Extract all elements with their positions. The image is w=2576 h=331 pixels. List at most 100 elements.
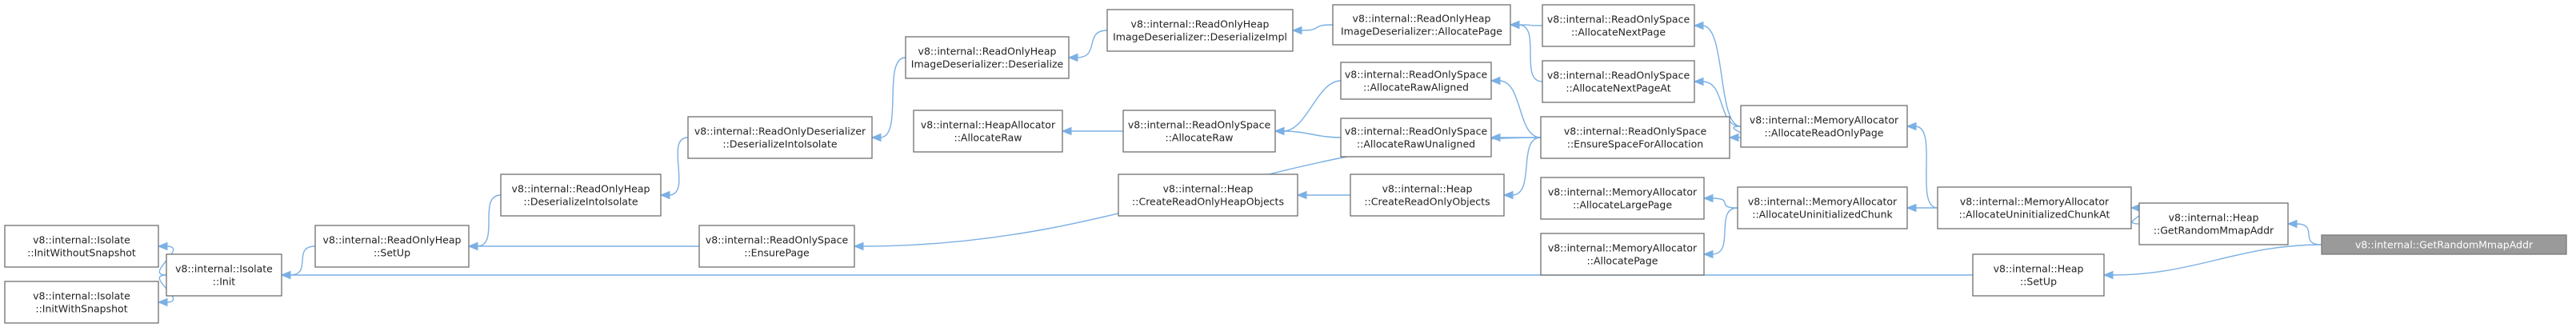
node-label-line: v8::internal::Isolate	[33, 290, 130, 302]
node-label-line: v8::internal::Heap	[2169, 212, 2259, 224]
edge-arrowhead	[1502, 190, 1514, 200]
node-ma_ucat[interactable]: v8::internal::MemoryAllocator::AllocateU…	[1937, 186, 2132, 229]
node-rohid_impl[interactable]: v8::internal::ReadOnlyHeapImageDeseriali…	[1106, 9, 1294, 52]
node-box	[1106, 9, 1294, 52]
edge-line	[1511, 137, 1542, 196]
node-ha_raw[interactable]: v8::internal::HeapAllocator::AllocateRaw	[913, 110, 1063, 153]
node-label-line: v8::internal::HeapAllocator	[921, 119, 1056, 131]
node-label-line: v8::internal::ReadOnlyHeap	[918, 46, 1057, 58]
node-ros_aligned[interactable]: v8::internal::ReadOnlySpace::AllocateRaw…	[1340, 62, 1492, 100]
node-box	[698, 225, 855, 268]
edge-line	[1711, 197, 1738, 209]
node-label-line: ::CreateReadOnlyHeapObjects	[1132, 196, 1284, 208]
node-box	[2138, 202, 2289, 245]
node-heap_croo[interactable]: v8::internal::Heap::CreateReadOnlyObject…	[1350, 173, 1505, 217]
node-label-line: ::DeserializeIntoIsolate	[523, 196, 638, 208]
edge-arrowhead	[1693, 77, 1704, 86]
node-box	[1542, 4, 1695, 47]
node-label-line: v8::internal::ReadOnlySpace	[1564, 126, 1707, 138]
node-label-line: ::AllocateNextPageAt	[1566, 82, 1670, 94]
node-ros_raw[interactable]: v8::internal::ReadOnlySpace::AllocateRaw	[1122, 110, 1276, 153]
node-label-line: v8::internal::Heap	[1994, 263, 2084, 275]
edge-roh_deser-to-roh_setup	[467, 194, 502, 251]
node-box	[166, 253, 282, 297]
node-label-line: ::SetUp	[374, 247, 410, 259]
node-heap_setup[interactable]: v8::internal::Heap::SetUp	[1972, 253, 2105, 297]
node-label-line: v8::internal::Isolate	[175, 263, 273, 275]
node-label-line: ::AllocatePage	[1587, 255, 1658, 267]
node-rohid_alloc[interactable]: v8::internal::ReadOnlyHeapImageDeseriali…	[1332, 4, 1511, 46]
node-box	[1540, 233, 1705, 276]
node-box	[314, 225, 470, 268]
node-label-line: v8::internal::ReadOnlyHeap	[1353, 13, 1491, 25]
node-label-line: v8::internal::ReadOnlySpace	[1547, 70, 1690, 82]
node-ros_ensure[interactable]: v8::internal::ReadOnlySpace::EnsureSpace…	[1540, 116, 1730, 159]
node-ros_ensurepage[interactable]: v8::internal::ReadOnlySpace::EnsurePage	[698, 225, 855, 268]
edge-line	[1076, 30, 1108, 58]
edge-grma-to-heap_grma	[2286, 219, 2322, 245]
node-init_wo[interactable]: v8::internal::Isolate::InitWithoutSnapsh…	[4, 225, 159, 268]
node-box	[1540, 116, 1730, 159]
node-box	[1972, 253, 2105, 297]
node-heap_cro[interactable]: v8::internal::Heap::CreateReadOnlyHeapOb…	[1118, 173, 1298, 217]
edge-arrowhead	[1509, 20, 1520, 30]
edge-ma_ucat-to-ma_ro	[1906, 122, 1938, 209]
edge-arrowhead	[1728, 133, 1739, 142]
node-ma_page[interactable]: v8::internal::MemoryAllocator::AllocateP…	[1540, 233, 1705, 276]
node-ros_unaligned[interactable]: v8::internal::ReadOnlySpace::AllocateRaw…	[1340, 118, 1492, 158]
node-ma_ro[interactable]: v8::internal::MemoryAllocator::AllocateR…	[1740, 105, 1908, 148]
node-label-line: v8::internal::ReadOnlySpace	[1345, 126, 1488, 138]
edge-ros_ensure-to-heap_croo	[1502, 137, 1542, 200]
node-ma_large[interactable]: v8::internal::MemoryAllocator::AllocateL…	[1540, 177, 1705, 220]
edge-arrowhead	[2286, 219, 2298, 229]
node-init_w[interactable]: v8::internal::Isolate::InitWithSnapshot	[4, 281, 159, 324]
edge-heap_setup-to-iso_init	[280, 270, 1973, 280]
edge-ros_aligned-to-ros_raw	[1274, 80, 1342, 136]
node-label-line: ImageDeserializer::AllocatePage	[1341, 26, 1502, 38]
node-rod_deser[interactable]: v8::internal::ReadOnlyDeserializer::Dese…	[687, 116, 873, 159]
node-iso_init[interactable]: v8::internal::Isolate::Init	[166, 253, 282, 297]
node-label-line: ::AllocateUninitializedChunk	[1752, 209, 1893, 221]
node-roh_setup[interactable]: v8::internal::ReadOnlyHeap::SetUp	[314, 225, 470, 268]
node-label-line: ::InitWithoutSnapshot	[27, 247, 136, 259]
edge-arrowhead	[1061, 126, 1072, 136]
node-ma_uc[interactable]: v8::internal::MemoryAllocator::AllocateU…	[1737, 186, 1908, 229]
edge-arrowhead	[1693, 21, 1704, 30]
node-roh_deser[interactable]: v8::internal::ReadOnlyHeap::DeserializeI…	[500, 173, 662, 217]
node-ros_nextpage[interactable]: v8::internal::ReadOnlySpace::AllocateNex…	[1542, 4, 1695, 47]
node-label-line: ::AllocateLargePage	[1573, 199, 1672, 211]
edge-line	[1914, 126, 1938, 209]
edge-rohid_impl-to-rohid_deser	[1067, 30, 1108, 62]
node-label-line: v8::internal::ReadOnlyDeserializer	[694, 126, 866, 138]
node-box	[500, 173, 662, 217]
edge-arrowhead	[1067, 53, 1078, 62]
node-ros_nextpageat[interactable]: v8::internal::ReadOnlySpace::AllocateNex…	[1542, 60, 1695, 103]
edge-ma_ro-to-ros_nextpageat	[1693, 77, 1742, 127]
node-box	[913, 110, 1063, 153]
edge-arrowhead	[1906, 203, 1917, 213]
edge-ros_nextpageat-to-rohid_alloc	[1509, 20, 1543, 82]
edge-line	[879, 57, 906, 138]
node-heap_grma[interactable]: v8::internal::Heap::GetRandomMmapAddr	[2138, 202, 2289, 245]
node-label-line: v8::internal::MemoryAllocator	[1748, 196, 1898, 208]
node-label-line: v8::internal::MemoryAllocator	[1548, 242, 1698, 254]
edge-ros_unaligned-to-ros_raw	[1274, 126, 1342, 138]
node-box	[1122, 110, 1276, 153]
edge-ma_ro-to-ros_nextpage	[1693, 21, 1742, 127]
edge-arrowhead	[1906, 122, 1917, 131]
edge-arrowhead	[1702, 193, 1714, 203]
edge-line	[1702, 25, 1742, 127]
node-label-line: ImageDeserializer::DeserializeImpl	[1113, 31, 1287, 43]
node-label-line: ::AllocateNextPage	[1571, 26, 1666, 38]
edge-line	[476, 194, 502, 247]
edge-arrowhead	[1490, 76, 1501, 86]
node-label-line: ::AllocateUninitializedChunkAt	[1959, 209, 2110, 221]
node-rohid_deser[interactable]: v8::internal::ReadOnlyHeapImageDeseriali…	[905, 36, 1070, 79]
node-grma[interactable]: v8::internal::GetRandomMmapAddr	[2321, 234, 2567, 255]
edge-heap_croo-to-heap_cro	[1296, 190, 1350, 200]
node-label-line: v8::internal::ReadOnlySpace	[1547, 14, 1690, 26]
edge-rohid_deser-to-rod_deser	[870, 57, 906, 142]
node-box	[1540, 177, 1705, 220]
edge-ma_uc-to-ma_large	[1702, 193, 1738, 209]
